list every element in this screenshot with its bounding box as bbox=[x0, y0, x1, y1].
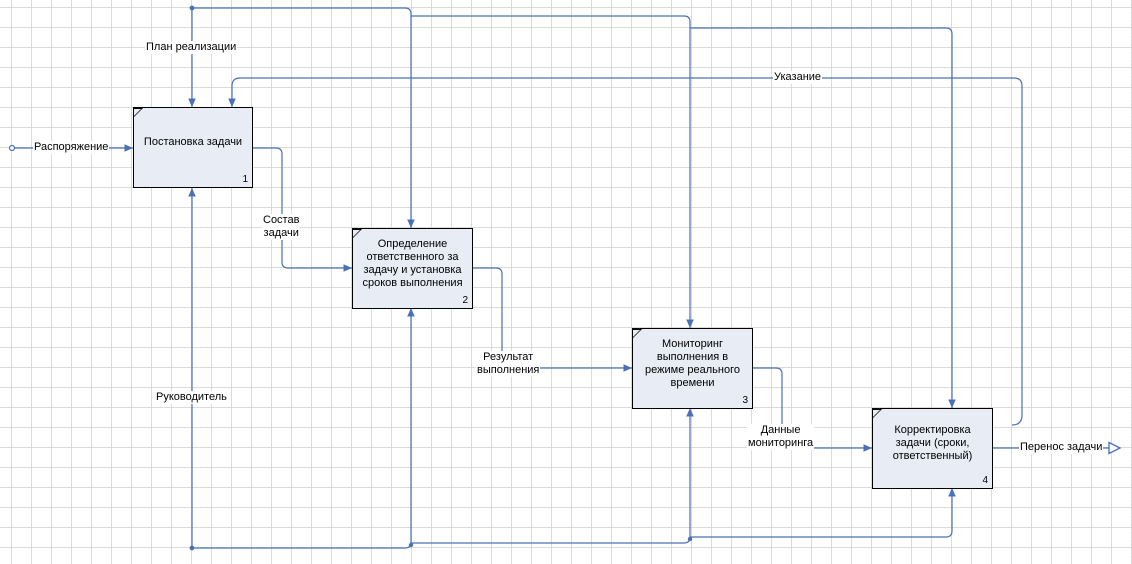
function-box-1[interactable]: Постановка задачи 1 bbox=[133, 107, 253, 188]
arrow-plan-to-2 bbox=[192, 7, 415, 228]
arrow-manager-to-3 bbox=[411, 408, 694, 544]
arrow-label-plan: План реализации bbox=[145, 41, 238, 54]
box-corner-marker bbox=[134, 108, 143, 117]
arrow-label-order: Распоряжение bbox=[33, 141, 110, 154]
function-label: Мониторинг выполнения в режиме реального… bbox=[645, 337, 740, 389]
function-number: 2 bbox=[462, 295, 468, 306]
function-number: 1 bbox=[242, 174, 248, 185]
box-corner-marker bbox=[873, 409, 882, 418]
arrow-label-composition: Состав задачи bbox=[262, 214, 301, 240]
arrow-plan-to-4 bbox=[690, 27, 956, 408]
function-box-2[interactable]: Определение ответственного за задачу и у… bbox=[352, 228, 473, 309]
function-number: 4 bbox=[982, 475, 988, 486]
arrow-instruction bbox=[228, 77, 1023, 426]
arrow-composition bbox=[252, 147, 352, 272]
arrow-label-result: Результат выполнения bbox=[476, 351, 541, 377]
function-number: 3 bbox=[742, 395, 748, 406]
arrow-manager-to-2 bbox=[192, 308, 415, 549]
function-label: Постановка задачи bbox=[143, 136, 243, 148]
arrow-plan-to-3 bbox=[411, 15, 694, 328]
arrow-label-instruction: Указание bbox=[773, 71, 823, 84]
arrow-label-monitoring-data: Данные мониторинга bbox=[747, 424, 815, 450]
box-corner-marker bbox=[353, 229, 362, 238]
function-label: Корректировка задачи (сроки, ответственн… bbox=[892, 424, 973, 462]
arrow-label-manager: Руководитель bbox=[155, 391, 228, 404]
arrow-label-transfer: Перенос задачи bbox=[1019, 441, 1104, 454]
function-box-4[interactable]: Корректировка задачи (сроки, ответственн… bbox=[872, 408, 993, 489]
function-label: Определение ответственного за задачу и у… bbox=[362, 237, 463, 289]
arrow-manager-to-4 bbox=[690, 488, 956, 538]
function-box-3[interactable]: Мониторинг выполнения в режиме реального… bbox=[632, 328, 753, 409]
box-corner-marker bbox=[633, 329, 642, 338]
